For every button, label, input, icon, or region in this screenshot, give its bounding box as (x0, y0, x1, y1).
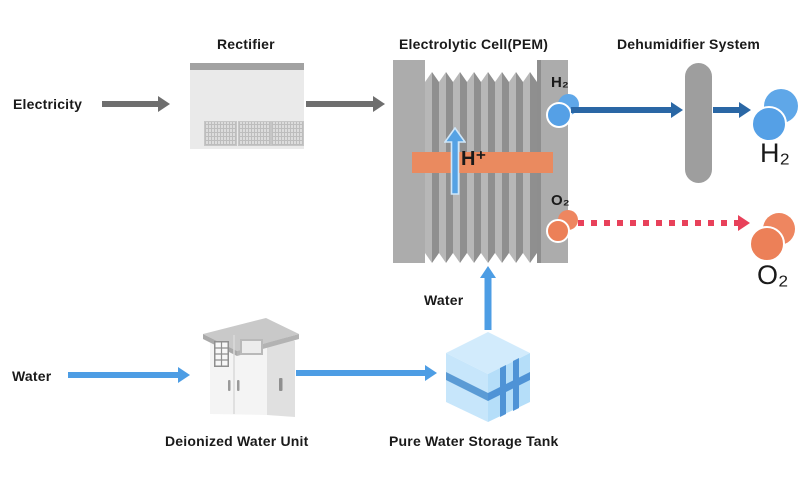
molecule-atom (546, 102, 572, 128)
electricity-label: Electricity (13, 96, 83, 112)
deionizer-to-tank-arrow-icon (296, 365, 437, 381)
arrow-shaft (68, 372, 178, 378)
rectifier-vent-icon (204, 121, 237, 146)
arrow-head (425, 365, 437, 381)
pure-water-storage-tank-label: Pure Water Storage Tank (389, 433, 559, 449)
arrow-shaft (578, 220, 738, 226)
h2-output-label: H₂ (760, 138, 790, 168)
h2-to-dehumidifier-arrow-icon (571, 102, 683, 118)
rectifier-vent-icon (271, 121, 304, 146)
rectifier-top-panel (190, 63, 304, 70)
dehumidifier-illustration (685, 63, 712, 183)
rectifier-to-cell-arrow-icon (306, 96, 385, 112)
pure-water-storage-tank-illustration (446, 332, 530, 422)
arrow-head (739, 102, 751, 118)
water-input-label: Water (12, 368, 52, 384)
dehumidifier-label: Dehumidifier System (617, 36, 761, 52)
arrow-shaft (484, 277, 491, 330)
molecule-atom (751, 106, 787, 142)
arrow-head (373, 96, 385, 112)
deionized-water-unit-illustration (203, 318, 299, 417)
arrow-head (158, 96, 170, 112)
arrow-head (178, 367, 190, 383)
deionized-water-unit-label: Deionized Water Unit (165, 433, 309, 449)
dehumidifier-to-h2-arrow-icon (713, 102, 751, 118)
arrow-shaft (713, 107, 739, 113)
arrow-shaft (571, 107, 671, 113)
cell-o2-port-label: O₂ (551, 192, 570, 209)
rectifier-label: Rectifier (217, 36, 275, 52)
molecule-atom (749, 226, 785, 262)
water-to-deionizer-arrow-icon (68, 367, 190, 383)
tank-to-cell-up-arrow-icon (479, 266, 496, 330)
arrow-shaft (102, 101, 158, 107)
rectifier-illustration (190, 63, 304, 149)
o2-output-label: O₂ (757, 260, 789, 290)
arrow-head (479, 266, 496, 278)
molecule-atom (546, 219, 570, 243)
o2-dashed-arrow-icon (578, 215, 750, 231)
electrolytic-cell-label: Electrolytic Cell(PEM) (399, 36, 549, 52)
arrow-head (738, 215, 750, 231)
proton-up-arrow-icon (444, 127, 466, 195)
arrow-head (671, 102, 683, 118)
arrow-shaft (296, 370, 425, 376)
rectifier-vent-icon (238, 121, 271, 146)
proton-label: H⁺ (461, 148, 487, 170)
pem-membrane-bar (412, 152, 553, 173)
cell-h2-port-label: H₂ (551, 74, 569, 91)
feed-water-label: Water (424, 292, 464, 308)
electricity-arrow-icon (102, 96, 170, 112)
arrow-shaft (306, 101, 373, 107)
